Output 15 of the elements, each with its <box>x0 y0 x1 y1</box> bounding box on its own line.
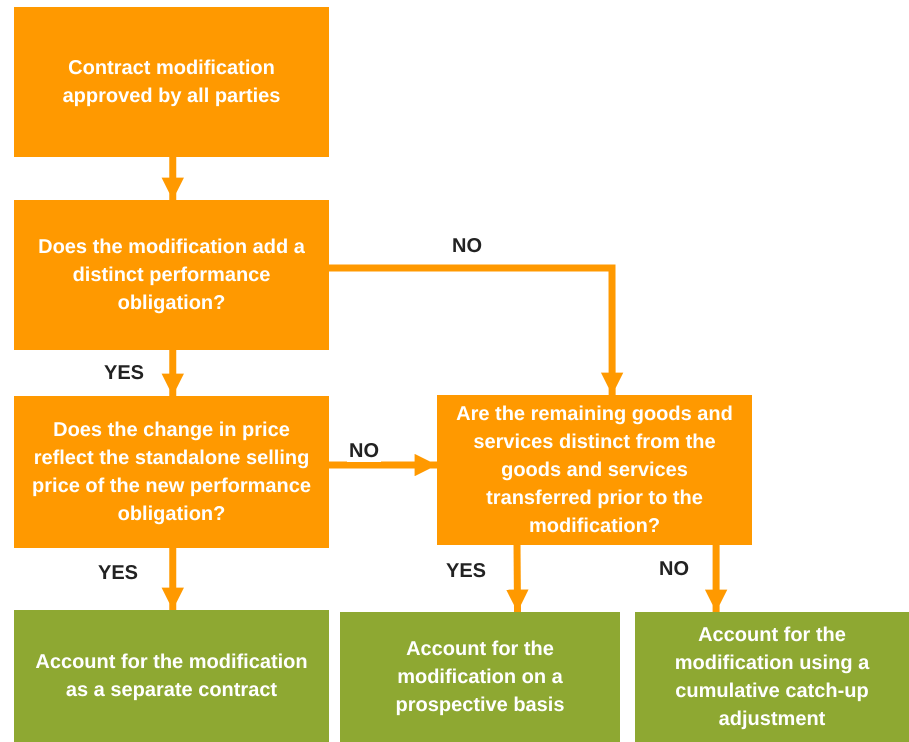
outcome-box: Account for the modification on a prospective basis <box>340 612 620 742</box>
process-box: Contract modification approved by all parties <box>14 7 329 157</box>
decision-box: Are the remaining goods and services distinct from the goods and services transferred prior to the modification? <box>437 395 752 545</box>
arrow <box>329 454 437 476</box>
outcome-box: Account for the modification as a separate contract <box>14 610 329 742</box>
decision-box: Does the modification add a distinct performance obligation? <box>14 200 329 350</box>
arrow <box>704 545 728 612</box>
arrow <box>506 544 529 612</box>
arrow <box>329 264 624 395</box>
outcome-box: Account for the modification using a cumulative catch-up adjustment <box>635 612 909 742</box>
decision-box: Does the change in price reflect the standalone selling price of the new performance obligation? <box>14 396 329 548</box>
edge-label: NO <box>347 440 381 462</box>
arrow <box>162 157 184 200</box>
arrow <box>162 548 184 610</box>
arrow <box>162 350 184 396</box>
